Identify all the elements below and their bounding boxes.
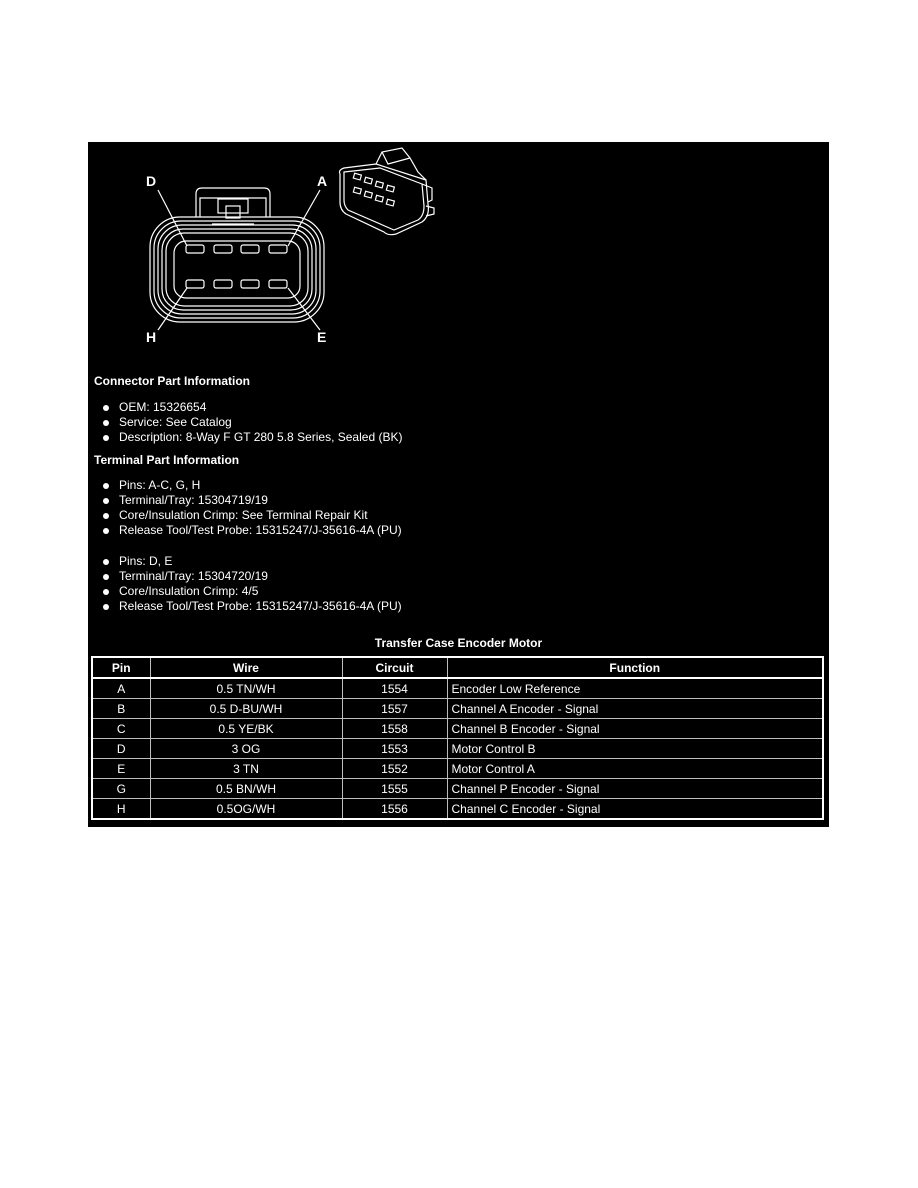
wire-cell: 0.5 TN/WH <box>149 677 343 699</box>
table-row: A 0.5 TN/WH 1554 Encoder Low Reference <box>91 677 824 699</box>
table-row: H 0.5OG/WH 1556 Channel C Encoder - Sign… <box>91 798 824 820</box>
bullet-icon <box>103 589 109 595</box>
list-item: Pins: D, E <box>88 554 402 569</box>
list-item: Core/Insulation Crimp: 4/5 <box>88 584 402 599</box>
bullet-icon <box>103 528 109 534</box>
wire-cell: 0.5 YE/BK <box>149 718 343 739</box>
pin-cell: A <box>91 677 151 699</box>
bullet-icon <box>103 498 109 504</box>
list-item: Description: 8-Way F GT 280 5.8 Series, … <box>88 430 402 445</box>
list-item: OEM: 15326654 <box>88 400 402 415</box>
list-item: Core/Insulation Crimp: See Terminal Repa… <box>88 508 402 523</box>
function-cell: Channel A Encoder - Signal <box>446 698 824 719</box>
table-row: C 0.5 YE/BK 1558 Channel B Encoder - Sig… <box>91 718 824 739</box>
function-cell: Channel C Encoder - Signal <box>446 798 824 820</box>
list-item: Release Tool/Test Probe: 15315247/J-3561… <box>88 523 402 538</box>
bullet-icon <box>103 405 109 411</box>
function-cell: Channel P Encoder - Signal <box>446 778 824 799</box>
function-cell: Motor Control B <box>446 738 824 759</box>
list-item: Terminal/Tray: 15304720/19 <box>88 569 402 584</box>
list-item: Terminal/Tray: 15304719/19 <box>88 493 402 508</box>
circuit-cell: 1557 <box>341 698 448 719</box>
bullet-icon <box>103 435 109 441</box>
terminal-info-title: Terminal Part Information <box>94 453 240 467</box>
column-header-circuit: Circuit <box>341 656 448 679</box>
table-title: Transfer Case Encoder Motor <box>374 636 543 650</box>
pin-cell: C <box>91 718 151 739</box>
circuit-cell: 1553 <box>341 738 448 759</box>
circuit-cell: 1554 <box>341 677 448 699</box>
connector-end-view-diagram: D A H E <box>146 147 435 345</box>
terminal-info-list-1: Pins: A-C, G, H Terminal/Tray: 15304719/… <box>88 478 402 538</box>
table-row: E 3 TN 1552 Motor Control A <box>91 758 824 779</box>
wire-cell: 3 TN <box>149 758 343 779</box>
function-cell: Encoder Low Reference <box>446 677 824 699</box>
function-cell: Motor Control A <box>446 758 824 779</box>
column-header-pin: Pin <box>91 656 151 679</box>
column-header-wire: Wire <box>149 656 343 679</box>
pin-cell: D <box>91 738 151 759</box>
bullet-icon <box>103 420 109 426</box>
pin-cell: B <box>91 698 151 719</box>
circuit-cell: 1558 <box>341 718 448 739</box>
pin-cell: E <box>91 758 151 779</box>
pin-label-a: A <box>317 173 327 189</box>
circuit-cell: 1552 <box>341 758 448 779</box>
pin-label-e: E <box>317 329 326 345</box>
connector-info-list: OEM: 15326654 Service: See Catalog Descr… <box>88 400 402 445</box>
table-header-row: Pin Wire Circuit Function <box>91 656 824 679</box>
connector-info-title: Connector Part Information <box>94 374 251 388</box>
terminal-info-list-2: Pins: D, E Terminal/Tray: 15304720/19 Co… <box>88 554 402 614</box>
bullet-icon <box>103 559 109 565</box>
wire-cell: 0.5 D-BU/WH <box>149 698 343 719</box>
bullet-icon <box>103 513 109 519</box>
bullet-icon <box>103 483 109 489</box>
pin-cell: H <box>91 798 151 820</box>
pinout-table: Pin Wire Circuit Function A 0.5 TN/WH 15… <box>91 656 824 820</box>
wire-cell: 0.5 BN/WH <box>149 778 343 799</box>
circuit-cell: 1556 <box>341 798 448 820</box>
table-row: B 0.5 D-BU/WH 1557 Channel A Encoder - S… <box>91 698 824 719</box>
function-cell: Channel B Encoder - Signal <box>446 718 824 739</box>
list-item: Release Tool/Test Probe: 15315247/J-3561… <box>88 599 402 614</box>
table-row: D 3 OG 1553 Motor Control B <box>91 738 824 759</box>
wire-cell: 3 OG <box>149 738 343 759</box>
bullet-icon <box>103 574 109 580</box>
column-header-function: Function <box>446 656 824 679</box>
table-row: G 0.5 BN/WH 1555 Channel P Encoder - Sig… <box>91 778 824 799</box>
circuit-cell: 1555 <box>341 778 448 799</box>
pin-label-d: D <box>146 173 156 189</box>
pin-cell: G <box>91 778 151 799</box>
wire-cell: 0.5OG/WH <box>149 798 343 820</box>
pin-label-h: H <box>146 329 156 345</box>
list-item: Service: See Catalog <box>88 415 402 430</box>
connector-panel: D A H E Connector Part Information OEM: … <box>88 142 829 827</box>
bullet-icon <box>103 604 109 610</box>
list-item: Pins: A-C, G, H <box>88 478 402 493</box>
